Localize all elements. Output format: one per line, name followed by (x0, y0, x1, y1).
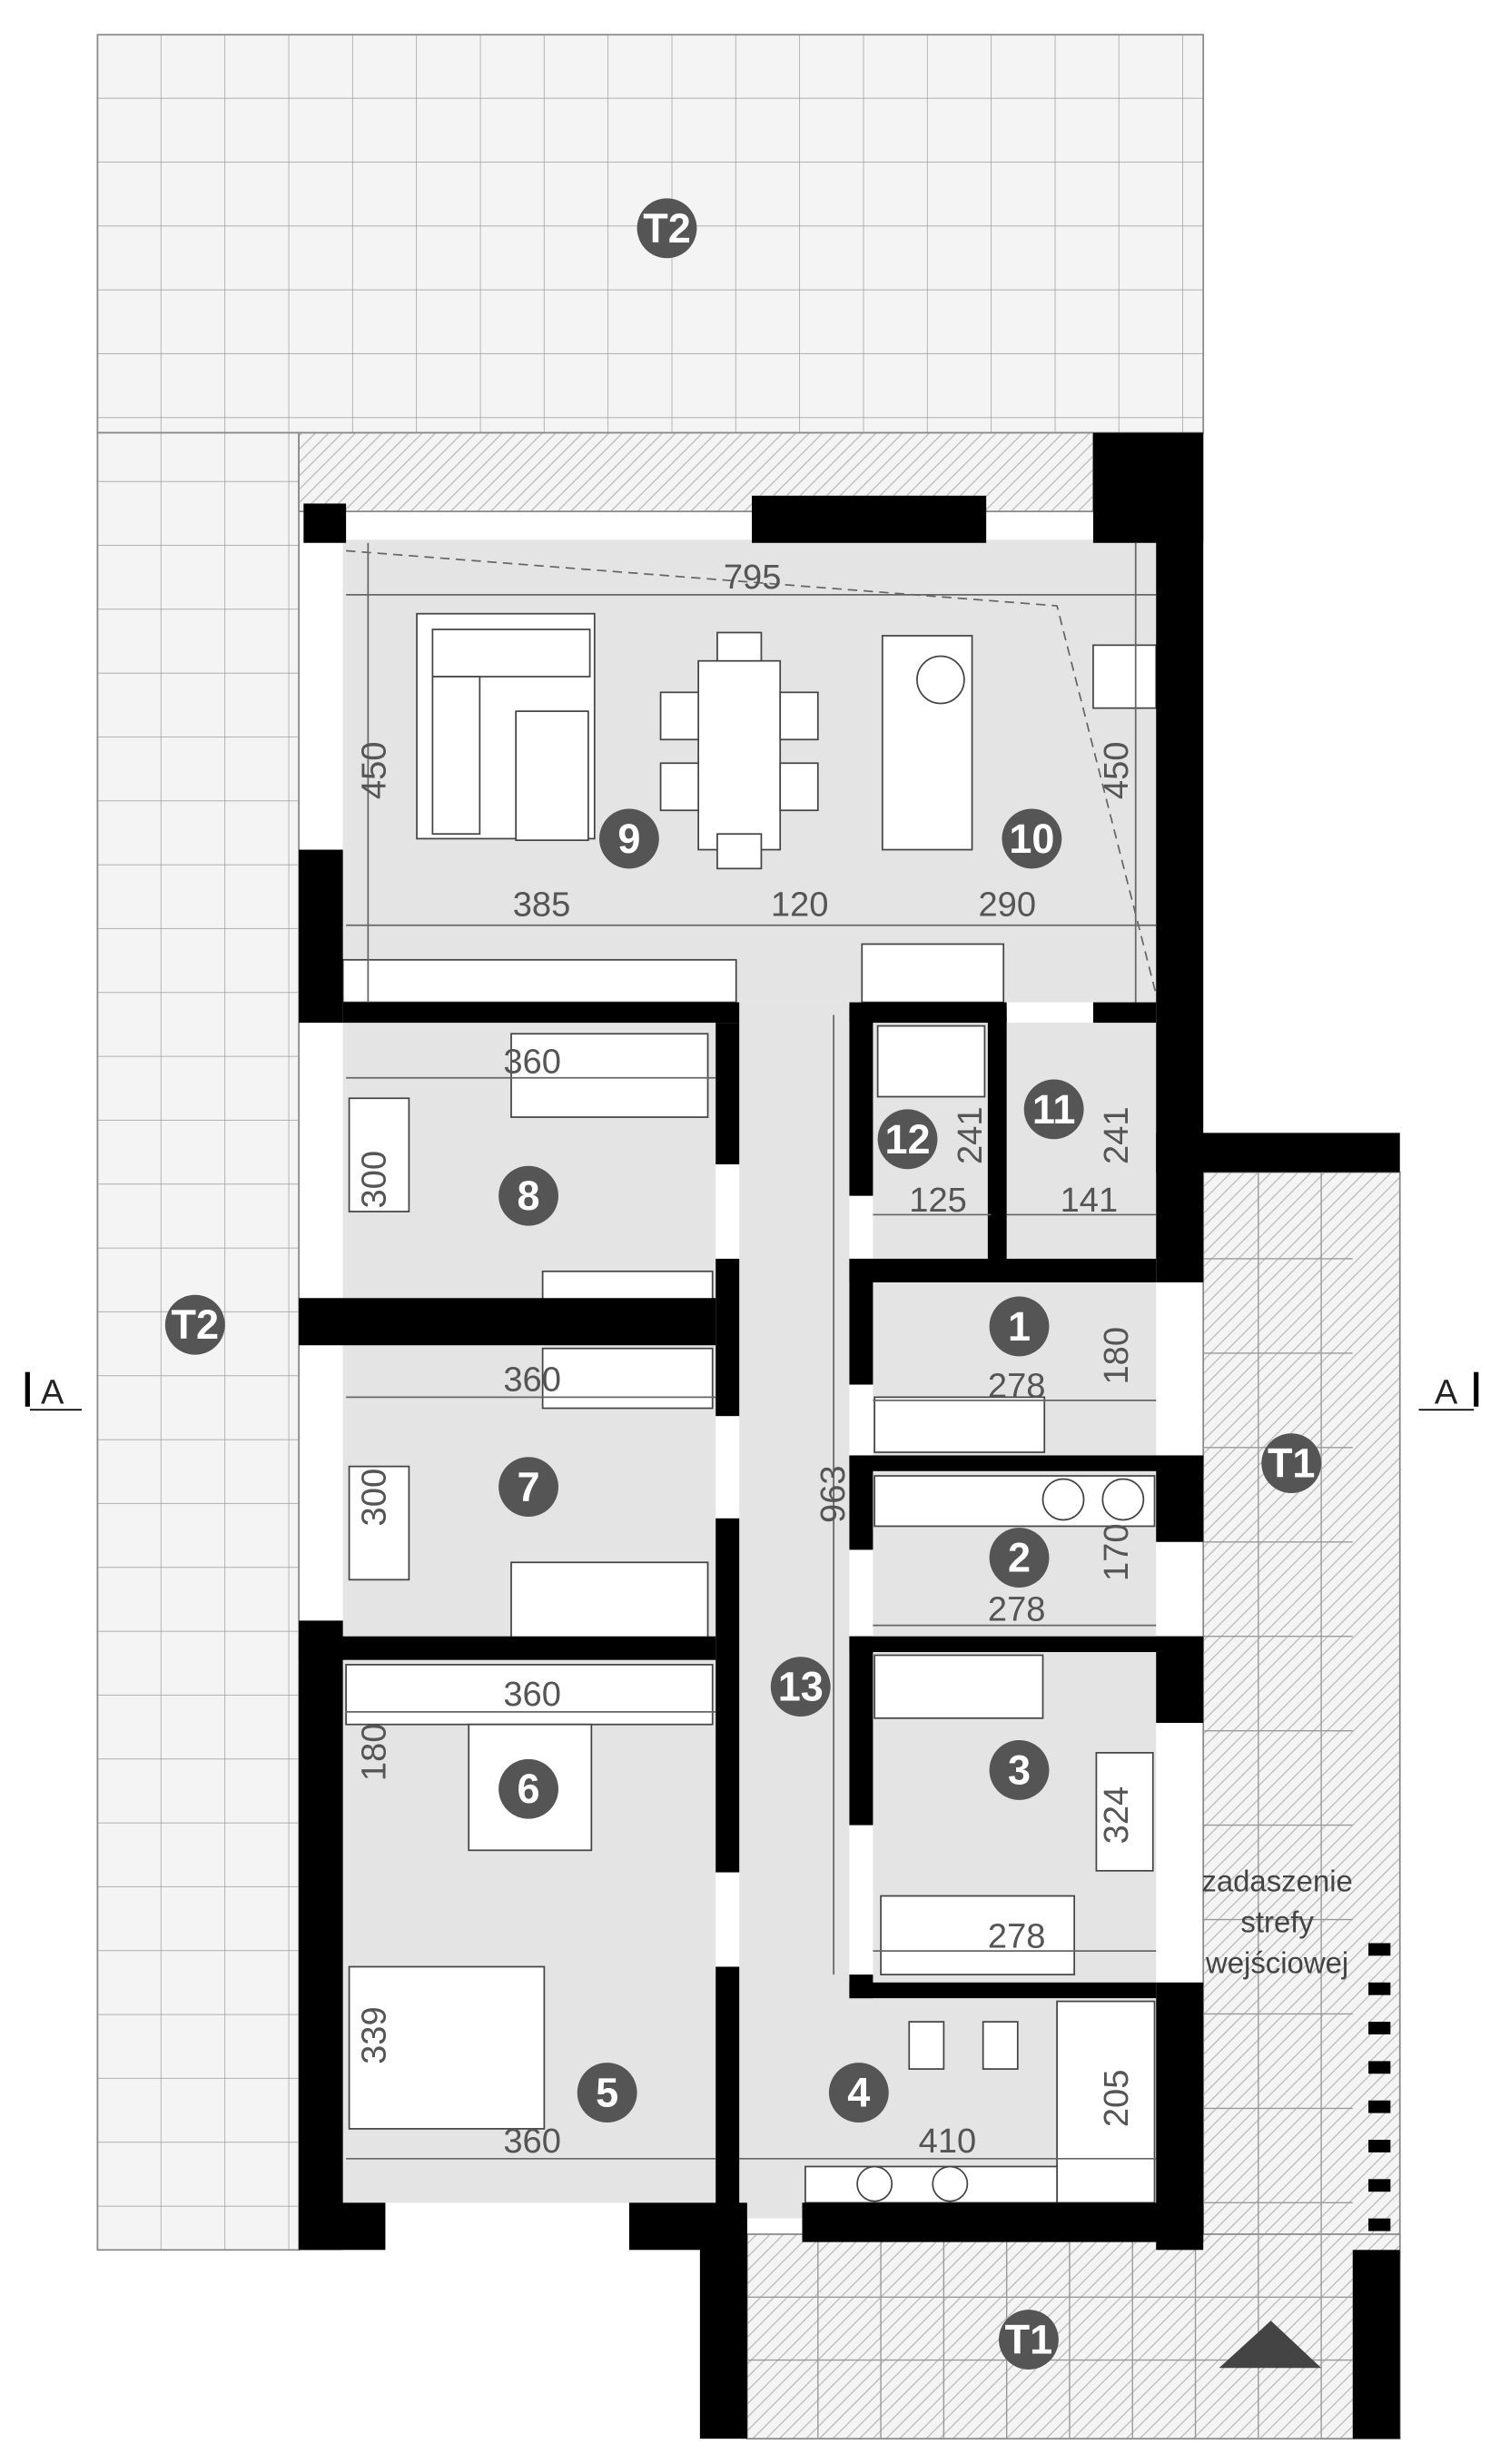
entrance-canopy-note: zadaszenie strefy wejściowej (1201, 1864, 1352, 1979)
dim-room11-h: 241 (1098, 1106, 1136, 1164)
badge-room-13: 13 (770, 1657, 831, 1717)
dim-room5-w: 360 (503, 2123, 561, 2161)
svg-text:8: 8 (518, 1173, 540, 1219)
svg-text:wejściowej: wejściowej (1205, 1945, 1348, 1979)
dim-room7-w: 360 (503, 1361, 561, 1399)
dimension-lines (346, 542, 1157, 2160)
dim-room4-h: 205 (1098, 2070, 1136, 2128)
svg-text:10: 10 (1009, 816, 1054, 862)
svg-text:T2: T2 (172, 1301, 220, 1348)
dim-room7-h: 300 (355, 1469, 393, 1527)
terrace-t2 (96, 34, 1205, 2251)
svg-text:3: 3 (1008, 1747, 1031, 1793)
room-badges: T2 T2 T1 T1 1 2 3 4 5 6 7 8 9 10 11 12 1… (164, 198, 1322, 2370)
svg-text:7: 7 (518, 1464, 540, 1510)
dim-room8-h: 300 (355, 1151, 393, 1209)
walls (299, 432, 1400, 2439)
svg-text:strefy: strefy (1240, 1905, 1314, 1938)
badge-terrace-t2-left: T2 (164, 1294, 225, 1355)
dim-room2-w: 278 (988, 1590, 1046, 1628)
badge-room-3: 3 (989, 1740, 1050, 1800)
svg-text:5: 5 (596, 2070, 618, 2116)
dimension-labels: 795 450 450 385 120 290 360 300 360 300 … (355, 559, 1136, 2161)
svg-text:T1: T1 (1005, 2317, 1053, 2363)
svg-text:2: 2 (1008, 1535, 1031, 1581)
svg-text:A: A (41, 1373, 64, 1411)
badge-terrace-t2-top: T2 (637, 198, 697, 259)
svg-text:A: A (1435, 1373, 1458, 1411)
svg-text:T1: T1 (1268, 1440, 1316, 1487)
badge-room-4: 4 (828, 2063, 889, 2123)
dim-living-seg2: 120 (771, 886, 829, 924)
svg-text:T2: T2 (643, 205, 691, 252)
dim-living-height-left: 450 (355, 742, 393, 800)
badge-room-2: 2 (989, 1528, 1050, 1588)
badge-room-1: 1 (989, 1296, 1050, 1357)
badge-room-8: 8 (498, 1165, 558, 1226)
dim-room3-h: 324 (1098, 1786, 1136, 1845)
svg-text:zadaszenie: zadaszenie (1201, 1864, 1352, 1897)
dim-room3-w: 278 (988, 1918, 1046, 1956)
dim-living-seg1: 385 (513, 886, 571, 924)
section-marker-right: A (1418, 1371, 1479, 1411)
dim-room8-w: 360 (503, 1044, 561, 1082)
badge-room-11: 11 (1023, 1079, 1084, 1140)
badge-terrace-t1-bottom: T1 (999, 2310, 1059, 2370)
dim-room11-w: 141 (1061, 1182, 1119, 1220)
dim-room12-h: 241 (952, 1106, 990, 1164)
svg-text:6: 6 (518, 1766, 540, 1812)
svg-text:4: 4 (847, 2070, 870, 2116)
svg-text:12: 12 (884, 1116, 930, 1163)
dim-room5-h: 339 (355, 2006, 393, 2064)
svg-text:13: 13 (778, 1664, 824, 1710)
dim-corridor-len: 963 (814, 1465, 853, 1523)
badge-room-5: 5 (577, 2063, 637, 2123)
terrace-t1 (298, 431, 1401, 2440)
dim-room6-h: 180 (355, 1723, 393, 1781)
badge-room-7: 7 (498, 1457, 558, 1518)
svg-text:9: 9 (617, 816, 640, 862)
dim-room12-w: 125 (909, 1182, 967, 1220)
svg-text:11: 11 (1032, 1086, 1076, 1133)
badge-room-6: 6 (498, 1758, 558, 1819)
dim-room6-w: 360 (503, 1676, 561, 1714)
badge-room-9: 9 (599, 808, 659, 869)
dim-room2-h: 170 (1098, 1523, 1136, 1581)
dim-room1-h: 180 (1098, 1327, 1136, 1385)
dim-living-seg3: 290 (978, 886, 1036, 924)
svg-text:1: 1 (1008, 1303, 1031, 1350)
dim-living-width: 795 (724, 559, 782, 597)
badge-room-10: 10 (1002, 808, 1062, 869)
section-marker-left: A (25, 1371, 83, 1411)
badge-room-12: 12 (877, 1109, 938, 1170)
dim-room1-w: 278 (988, 1367, 1046, 1405)
dim-room4-w: 410 (919, 2123, 977, 2161)
badge-terrace-t1-right: T1 (1261, 1433, 1322, 1494)
dim-living-height-right: 450 (1098, 742, 1136, 800)
